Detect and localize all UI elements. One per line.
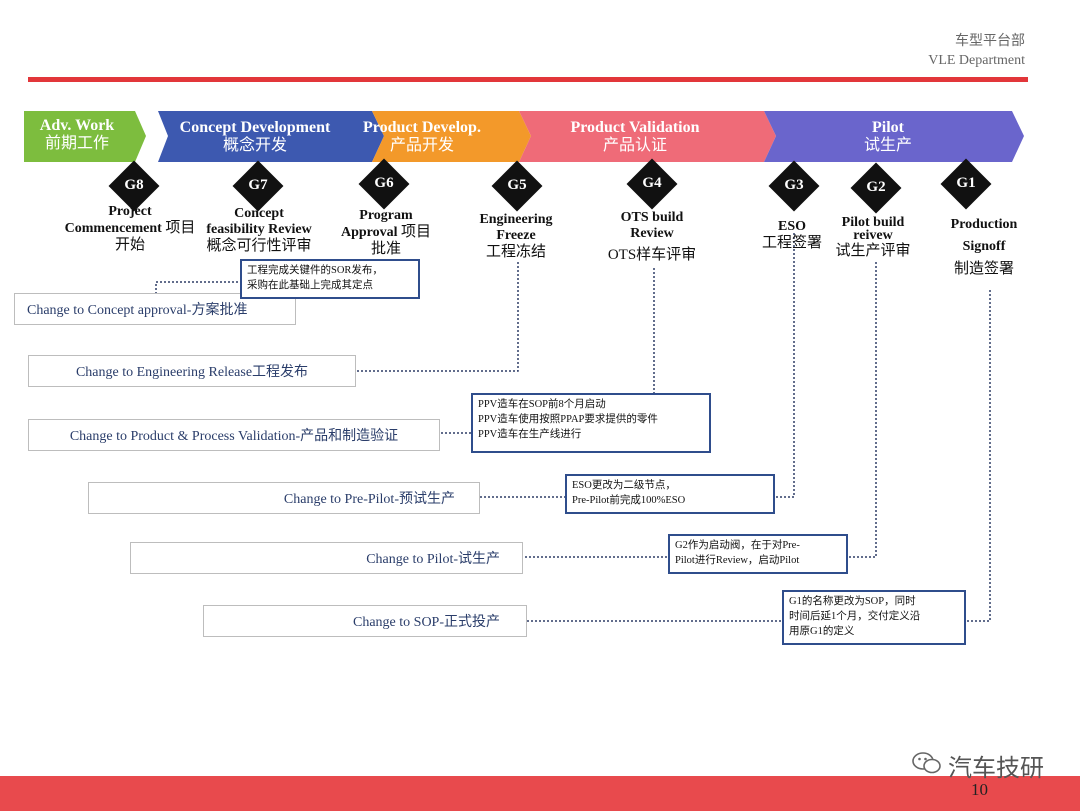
change-box-sop: Change to SOP-正式投产 bbox=[203, 605, 527, 637]
gate-g7-label: G7 bbox=[248, 177, 268, 193]
note-g1: G1的名称更改为SOP，同时 时间后延1个月，交付定义沿 用原G1的定义 bbox=[782, 590, 966, 645]
gate-g5-en1: Engineering bbox=[479, 212, 553, 227]
gate-g6-name: Program Approval 项目批准 bbox=[336, 208, 436, 258]
phase-pilot: Pilot 试生产 bbox=[828, 119, 948, 155]
gate-g4-label: G4 bbox=[642, 175, 662, 191]
gate-g1-cn: 制造签署 bbox=[953, 261, 1014, 277]
phase-chevron-validation bbox=[519, 111, 776, 162]
gate-g1-label: G1 bbox=[956, 175, 976, 191]
department-cn: 车型平台部 bbox=[955, 34, 1025, 49]
note-g2-line1: G2作为启动阀，在于对Pre- bbox=[675, 540, 800, 551]
gate-g8-en2: Commencement bbox=[64, 221, 162, 236]
gate-g2-en1: Pilot build bbox=[841, 215, 905, 230]
gate-g7-en1: Concept bbox=[234, 206, 284, 221]
note-g4-line1: PPV造车在SOP前8个月启动 bbox=[478, 399, 606, 410]
gate-g1-en2: Signoff bbox=[962, 239, 1006, 254]
gate-g6-en1: Program bbox=[359, 208, 413, 223]
gate-g1-en1: Production bbox=[950, 217, 1018, 232]
gate-g7-name: Concept feasibility Review 概念可行性评审 bbox=[186, 206, 332, 255]
gate-g2-label: G2 bbox=[866, 179, 886, 195]
phase-validation-cn: 产品认证 bbox=[602, 137, 667, 154]
phase-adv-work-en: Adv. Work bbox=[39, 117, 115, 134]
phase-chevron-adv-work bbox=[24, 111, 146, 162]
note-g2-line2: Pilot进行Review，启动Pilot bbox=[675, 555, 800, 566]
phase-adv-work: Adv. Work 前期工作 bbox=[26, 117, 128, 153]
phase-product-develop-en: Product Develop. bbox=[363, 119, 481, 136]
gate-g3-label: G3 bbox=[784, 177, 804, 193]
gate-g5-name: Engineering Freeze 工程冻结 bbox=[468, 212, 564, 261]
department-en: VLE Department bbox=[928, 53, 1025, 68]
phase-pilot-cn: 试生产 bbox=[863, 137, 912, 154]
phase-product-develop: Product Develop. 产品开发 bbox=[352, 119, 492, 155]
department-header: 车型平台部 VLE Department bbox=[928, 32, 1025, 70]
phase-concept-cn: 概念开发 bbox=[222, 137, 287, 154]
gate-g6-label: G6 bbox=[374, 175, 394, 191]
note-g3: ESO更改为二级节点， Pre-Pilot前完成100%ESO bbox=[565, 474, 775, 514]
note-g1-line1: G1的名称更改为SOP，同时 bbox=[789, 596, 916, 607]
gate-g3-cn: 工程签署 bbox=[761, 235, 822, 251]
phase-adv-work-cn: 前期工作 bbox=[44, 135, 109, 152]
connector-g3 bbox=[480, 233, 795, 498]
gate-g2-en2: reivew bbox=[853, 228, 893, 243]
gate-g4-en2: Review bbox=[630, 226, 674, 241]
gate-g8-en1: Project bbox=[108, 204, 152, 219]
footer-bar bbox=[0, 776, 1080, 811]
gate-g4-en1: OTS build bbox=[620, 210, 684, 225]
gate-g3-en1: ESO bbox=[777, 219, 806, 234]
header-divider bbox=[28, 77, 1028, 82]
gate-g5-en2: Freeze bbox=[496, 228, 536, 243]
gate-g6-cn: 项目批准 bbox=[370, 224, 432, 257]
note-g7-line1: 工程完成关键件的SOR发布， bbox=[247, 265, 383, 276]
gate-g5-cn: 工程冻结 bbox=[485, 244, 546, 260]
gate-g7-cn: 概念可行性评审 bbox=[206, 238, 312, 254]
gate-g8-name: Project Commencement 项目开始 bbox=[60, 204, 200, 254]
change-box-pilot: Change to Pilot-试生产 bbox=[130, 542, 523, 574]
gate-g1-name: Production Signoff 制造签署 bbox=[938, 214, 1030, 281]
phase-product-develop-cn: 产品开发 bbox=[389, 137, 454, 154]
phase-chevron-pilot bbox=[764, 111, 1024, 162]
gate-g2-cn: 试生产评审 bbox=[835, 243, 911, 259]
note-g4: PPV造车在SOP前8个月启动 PPV造车使用按照PPAP要求提供的零件 PPV… bbox=[471, 393, 711, 453]
phase-validation-en: Product Validation bbox=[570, 119, 700, 136]
change-box-product-process-validation: Change to Product & Process Validation-产… bbox=[28, 419, 440, 451]
phase-pilot-en: Pilot bbox=[872, 119, 904, 136]
gate-g6-en2: Approval bbox=[340, 225, 398, 240]
gate-g8-label: G8 bbox=[124, 177, 144, 193]
gate-g3-name: ESO 工程签署 bbox=[750, 219, 834, 252]
change-box-pre-pilot: Change to Pre-Pilot-预试生产 bbox=[88, 482, 480, 514]
gate-g5-label: G5 bbox=[507, 177, 527, 193]
note-g3-line1: ESO更改为二级节点， bbox=[572, 480, 676, 491]
phase-concept-en: Concept Development bbox=[179, 119, 331, 136]
note-g3-line2: Pre-Pilot前完成100%ESO bbox=[572, 495, 686, 506]
gate-g4-name: OTS build Review OTS样车评审 bbox=[600, 210, 704, 268]
note-g4-line3: PPV造车在生产线进行 bbox=[478, 429, 582, 440]
phase-chevron-product-develop bbox=[372, 111, 531, 162]
wechat-icon bbox=[912, 751, 942, 781]
phase-concept: Concept Development 概念开发 bbox=[166, 119, 344, 155]
watermark-text: 汽车技研 bbox=[948, 754, 1044, 782]
gate-g8-cn: 项目开始 bbox=[114, 220, 196, 253]
watermark: 汽车技研 bbox=[912, 748, 1044, 783]
note-g1-line2: 时间后延1个月，交付定义沿 bbox=[789, 611, 921, 622]
gate-g2-name: Pilot build reivew 试生产评审 bbox=[830, 216, 916, 260]
phase-validation: Product Validation 产品认证 bbox=[555, 119, 715, 155]
change-box-engineering-release: Change to Engineering Release工程发布 bbox=[28, 355, 356, 387]
gate-g4-cn: OTS样车评审 bbox=[607, 247, 697, 263]
page-number: 10 bbox=[971, 780, 988, 799]
phase-chevron-concept bbox=[158, 111, 384, 162]
connector-g5 bbox=[356, 262, 519, 372]
note-g1-line3: 用原G1的定义 bbox=[789, 626, 855, 637]
note-g2: G2作为启动阀，在于对Pre- Pilot进行Review，启动Pilot bbox=[668, 534, 848, 574]
note-g7-line2: 采购在此基础上完成其定点 bbox=[247, 280, 373, 291]
note-g7: 工程完成关键件的SOR发布， 采购在此基础上完成其定点 bbox=[240, 259, 420, 299]
gate-g7-en2: feasibility Review bbox=[206, 222, 312, 237]
note-g4-line2: PPV造车使用按照PPAP要求提供的零件 bbox=[478, 414, 658, 425]
